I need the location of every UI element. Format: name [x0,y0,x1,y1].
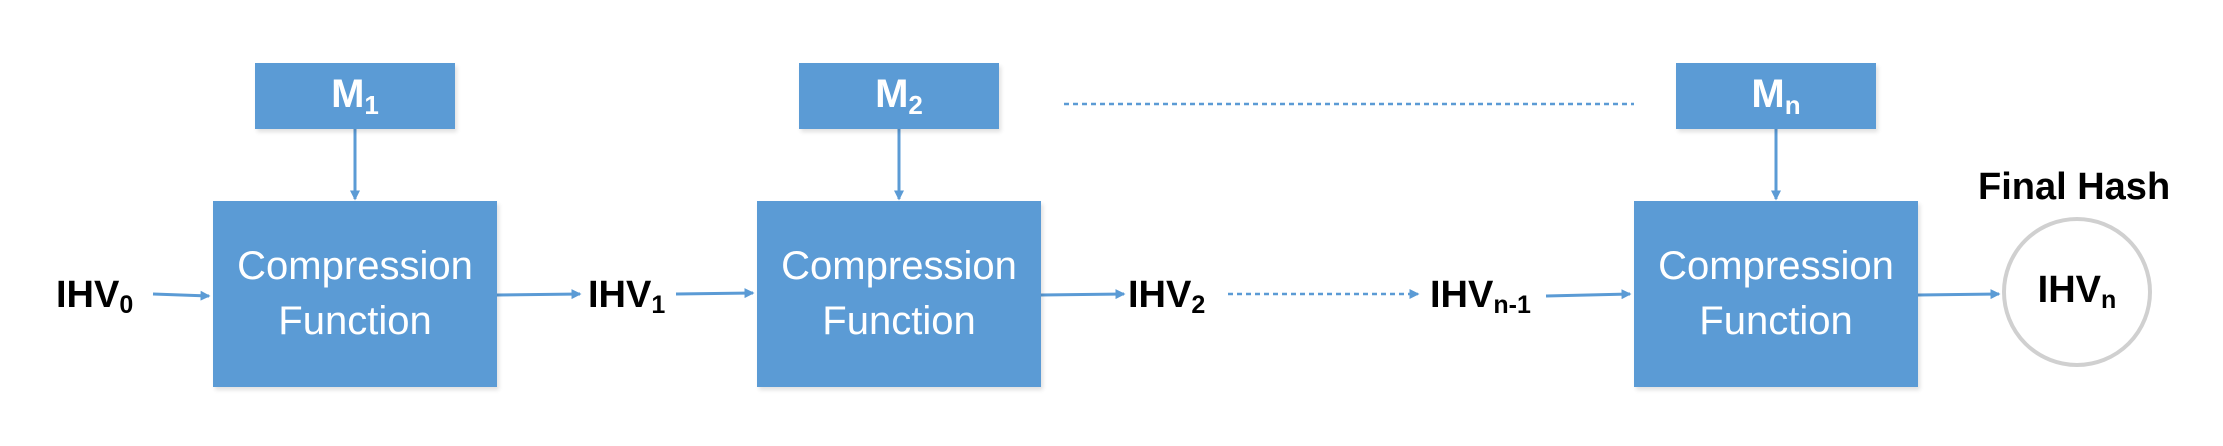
arrow-compression1-to-ihv1 [496,289,582,300]
ihv-label-2: IHV2 [1128,274,1206,319]
compression-label-line2: Function [278,299,432,343]
compression-function-2: Compression Function [757,201,1041,387]
arrow-compressionn-to-final-hash [1917,289,2001,300]
ihv-label-n-1: IHVn-1 [1430,274,1531,319]
compression-label-line2: Function [822,299,976,343]
final-hash-circle: IHVn [2002,217,2152,367]
ihv-label-n: IHVn [2037,269,2117,314]
compression-label-line1: Compression [1658,244,1894,288]
arrow-ihv0-to-compression1 [152,290,211,301]
compression-label-line1: Compression [781,244,1017,288]
ihv-label-1: IHV1 [588,274,666,319]
compression-function-1: Compression Function [213,201,497,387]
message-block-2: M2 [799,63,999,129]
message-block-1: M1 [255,63,455,129]
compression-function-n: Compression Function [1634,201,1918,387]
compression-label-line1: Compression [237,244,473,288]
arrow-compression2-to-ihv2 [1040,289,1126,300]
message-label-1: M1 [331,71,379,120]
message-label-n: Mn [1751,71,1801,120]
arrow-ihv1-to-compression2 [675,288,755,299]
compression-label-line2: Function [1699,299,1853,343]
ihv-label-0: IHV0 [56,274,134,319]
message-label-2: M2 [875,71,923,120]
message-block-n: Mn [1676,63,1876,129]
arrow-ihvn-1-to-compressionn [1545,289,1632,300]
final-hash-title: Final Hash [1978,166,2171,208]
